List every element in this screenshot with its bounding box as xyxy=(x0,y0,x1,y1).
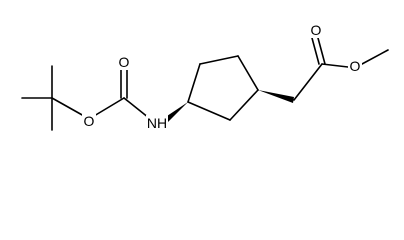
ester-carbonyl-oxygen-bg xyxy=(309,23,323,38)
ester-ether-oxygen-label: O xyxy=(350,58,361,74)
wedge-bond-to-methylene xyxy=(258,90,294,103)
bond-oxygen-to-carbonyl xyxy=(93,97,125,117)
boc-carbonyl-oxygen-bg xyxy=(117,55,131,70)
boc-carbamate xyxy=(93,68,150,119)
bond-methylene-to-carbonyl xyxy=(293,63,323,101)
atom-labels: O O NH O O xyxy=(82,22,362,131)
ring-bond-2 xyxy=(199,55,239,65)
ring-bond-4 xyxy=(229,89,259,121)
structure-diagram: O O NH O O xyxy=(21,22,389,131)
ester-carbonyl-oxygen-label: O xyxy=(311,22,322,38)
ring-bond-3 xyxy=(237,55,259,91)
methyl-ester-group xyxy=(293,37,389,101)
wedge-bond-to-nitrogen xyxy=(164,102,188,124)
ring-bond-5 xyxy=(187,101,231,121)
cyclopentane-ring xyxy=(187,55,259,121)
bond-carbonyl-to-ether-oxygen xyxy=(321,63,349,68)
tert-butyl-group xyxy=(21,65,85,131)
boc-carbonyl-oxygen-label: O xyxy=(119,54,130,70)
bond-carbonyl-to-nitrogen xyxy=(123,97,150,119)
ring-bond-1 xyxy=(187,63,201,103)
bond-tbu-to-oxygen xyxy=(51,97,85,117)
amine-nitrogen-bg xyxy=(146,115,168,131)
bond-ether-oxygen-to-methyl xyxy=(361,49,389,65)
boc-ether-oxygen-label: O xyxy=(84,113,95,129)
boc-ether-oxygen-bg xyxy=(82,113,96,129)
ester-ether-oxygen-bg xyxy=(348,58,362,74)
bond-ester-double-2 xyxy=(317,37,326,65)
amine-nitrogen-label: NH xyxy=(147,115,167,131)
bond-ester-double-1 xyxy=(311,37,320,65)
